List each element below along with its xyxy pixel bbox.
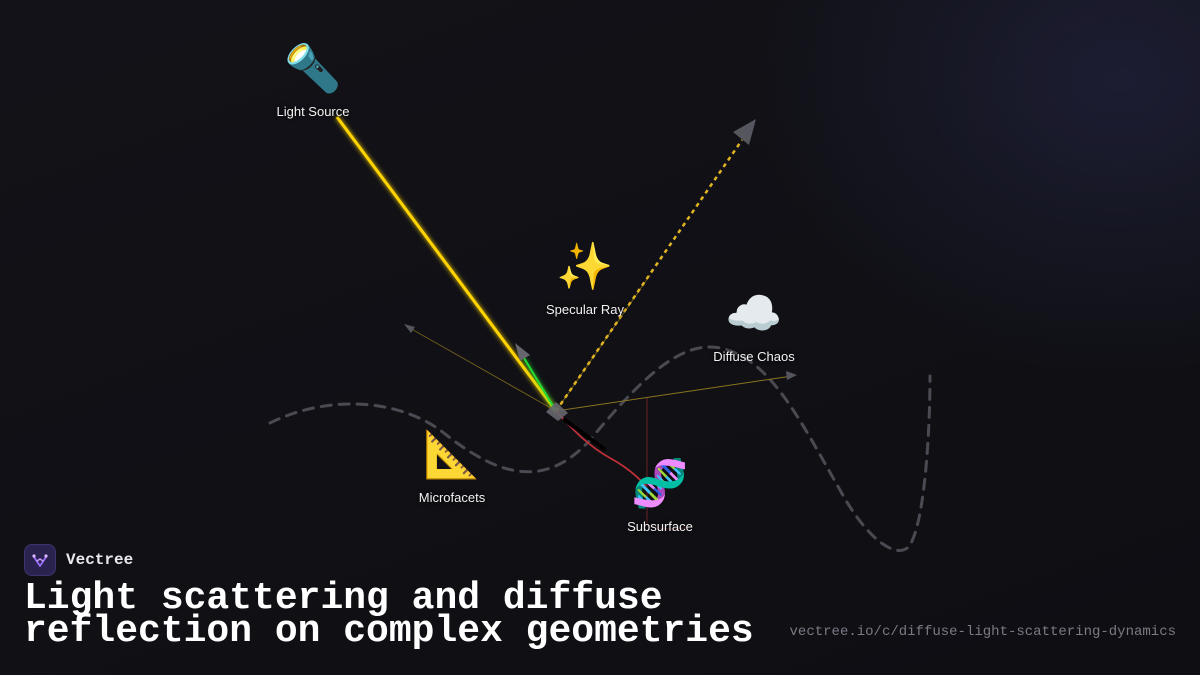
diffuse-chaos-node[interactable]: ☁️ Diffuse Chaos — [713, 285, 794, 364]
subsurface-node[interactable]: 🧬 Subsurface — [627, 455, 693, 534]
brand-name: Vectree — [66, 551, 134, 569]
diffuse-ray-right — [555, 375, 793, 412]
diffuse-chaos-label: Diffuse Chaos — [713, 349, 795, 364]
dna-icon: 🧬 — [631, 456, 689, 510]
specular-ray-label: Specular Ray — [545, 302, 625, 317]
cloud-icon: ☁️ — [725, 286, 783, 340]
brand[interactable]: Vectree — [24, 544, 133, 576]
diffuse-ray-right-head — [786, 371, 797, 380]
surface-curve — [268, 345, 932, 552]
microfacets-node[interactable]: 📐 Microfacets — [419, 426, 485, 505]
microfacets-label: Microfacets — [418, 490, 486, 505]
page-title: Light scattering and diffuse reflection … — [24, 577, 754, 653]
vectree-logo-icon — [24, 544, 56, 576]
specular-ray-arrowhead — [733, 119, 756, 145]
flashlight-icon: 🔦 — [284, 41, 342, 95]
sparkles-icon: ✨ — [556, 239, 614, 293]
light-source-node[interactable]: 🔦 Light Source — [277, 40, 350, 119]
diffuse-ray-left — [407, 326, 557, 412]
source-url[interactable]: vectree.io/c/diffuse-light-scattering-dy… — [789, 624, 1176, 640]
subsurface-label: Subsurface — [627, 519, 693, 534]
light-source-label: Light Source — [276, 104, 350, 119]
incident-ray — [335, 116, 558, 412]
impact-point-marker — [546, 402, 568, 421]
subsurface-path — [555, 410, 647, 487]
diffuse-ray-left-head — [404, 324, 415, 333]
normal-arrow — [523, 357, 557, 412]
subsurface-trace-tail — [646, 524, 693, 530]
subsurface-shadow — [563, 418, 606, 451]
specular-reflection-ray — [554, 139, 744, 412]
normal-arrowhead — [515, 343, 530, 361]
specular-ray-node[interactable]: ✨ Specular Ray — [546, 238, 624, 317]
triangular-ruler-icon: 📐 — [423, 427, 481, 481]
